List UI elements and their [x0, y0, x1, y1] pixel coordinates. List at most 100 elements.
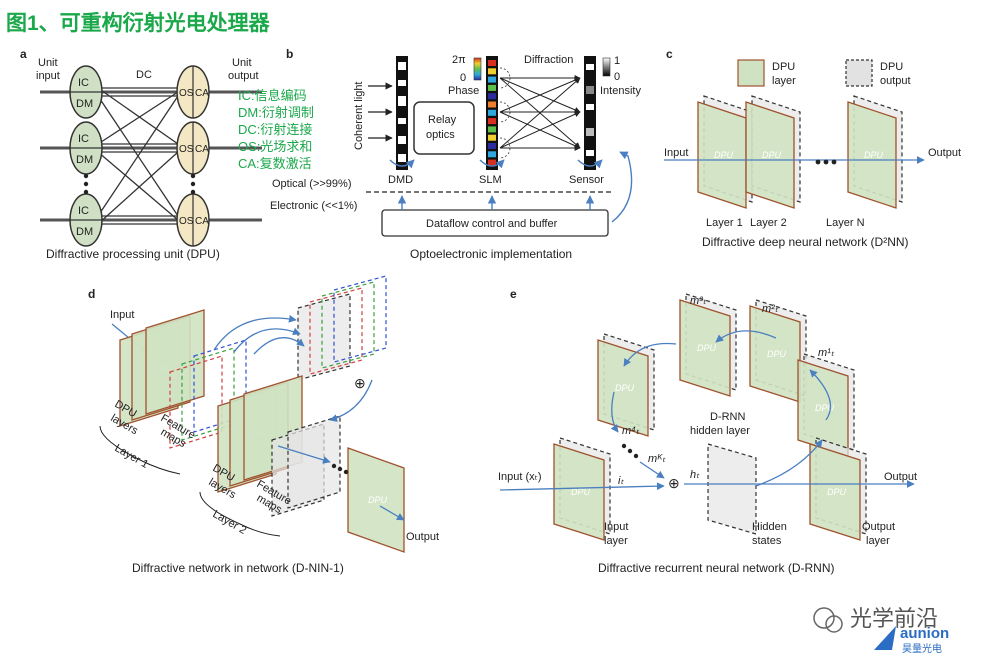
dmd-label: DMD	[388, 174, 413, 186]
d2nn-output-label: Output	[928, 147, 961, 159]
feature-map-1b	[181, 347, 235, 441]
dm-label: DM	[76, 98, 93, 110]
feature-map-1a	[169, 355, 223, 449]
dc-label: DC	[136, 69, 152, 81]
relay-label-1: Relay	[428, 114, 457, 126]
phase-zero-label: 0	[460, 72, 466, 84]
unit-input-label-1: Unit	[38, 57, 58, 69]
figure-title: 图1、可重构衍射光电处理器	[6, 11, 271, 35]
unit-input-label-2: input	[36, 70, 60, 82]
feature-map-1c	[193, 339, 247, 433]
mk-label: mᴷₜ	[648, 453, 666, 465]
feature-sum-red	[309, 287, 363, 375]
feature-map-2b	[287, 415, 341, 509]
dpu-tag: DPU	[714, 150, 734, 160]
os-label: OS	[179, 88, 194, 99]
dnin-layer1-label: Layer 1	[113, 442, 151, 471]
watermark-brand: aunion	[900, 625, 949, 642]
legend-dc: DC:衍射连接	[238, 122, 312, 137]
drnn-hidden-label-1: D-RNN	[710, 411, 745, 423]
os-label: OS	[179, 144, 194, 155]
dpu-layer-2: DPU	[745, 101, 795, 209]
layerN-label: Layer N	[826, 217, 865, 229]
drnn-input-label: Input (xₜ)	[498, 471, 542, 483]
dpu-tag: DPU	[571, 487, 591, 497]
legend-os: OS:光场求和	[238, 139, 312, 154]
panel-a-caption: Diffractive processing unit (DPU)	[46, 247, 220, 261]
feature-sum-green	[321, 281, 375, 369]
electronic-label: Electronic (<<1%)	[270, 200, 357, 212]
ic-label: IC	[78, 205, 89, 217]
dpu-output-legend-swatch	[845, 59, 873, 87]
input-layer-label-1: Input	[604, 521, 628, 533]
watermark: 光学前沿 aunion 昊量光电	[813, 606, 949, 655]
d2nn-input-label: Input	[664, 147, 688, 159]
hidden-states-label-2: states	[752, 535, 782, 547]
dpu-layer-N: DPU	[847, 101, 897, 209]
output-layer-label-2: layer	[866, 535, 890, 547]
dm-label: DM	[76, 226, 93, 238]
unit-output-label-2: output	[228, 70, 259, 82]
dnin-output-label: Output	[406, 531, 439, 543]
dataflow-box	[381, 209, 609, 237]
panel-b-caption: Optoelectronic implementation	[410, 247, 572, 261]
diffractive-connections	[97, 87, 179, 225]
d2nn-dots	[815, 159, 837, 165]
m2-dpu: DPU	[749, 305, 801, 403]
m3-label: m³ₜ	[690, 295, 707, 307]
feature-sum-blue	[333, 275, 387, 363]
sensor-label: Sensor	[569, 174, 604, 186]
panel-c-caption: Diffractive deep neural network (D²NN)	[702, 235, 909, 249]
dpu-tag: DPU	[368, 495, 388, 505]
dpu-tag: DPU	[815, 403, 835, 413]
ic-dm-node-2: IC DM	[69, 121, 103, 175]
os-ca-node-1: OS CA	[176, 65, 210, 119]
ic-label: IC	[78, 77, 89, 89]
os-label: OS	[179, 216, 194, 227]
input-layer-dpu: DPU	[553, 443, 605, 541]
intensity-colorbar	[602, 57, 611, 77]
feature-sum-box	[297, 293, 351, 381]
dpu-layer-legend-2: layer	[772, 75, 796, 87]
m2-label: m²ₜ	[762, 303, 779, 315]
dpu-tag: DPU	[697, 343, 717, 353]
dpu-tag: DPU	[827, 487, 847, 497]
dataflow-label: Dataflow control and buffer	[426, 218, 558, 230]
watermark-title: 光学前沿	[850, 606, 938, 631]
panel-a: a Unit input Unit output DC	[20, 47, 314, 261]
panel-e-letter: e	[510, 287, 517, 301]
dnin-input-label: Input	[110, 309, 134, 321]
ca-label: CA	[195, 88, 209, 99]
dmd-device	[396, 56, 408, 170]
relay-label-2: optics	[426, 129, 455, 141]
ht-label: hₜ	[690, 469, 700, 481]
relay-optics-box	[413, 101, 475, 155]
legend-dm: DM:衍射调制	[238, 105, 314, 120]
dnin-output-dpu: DPU	[347, 447, 405, 553]
legend-ca: CA:复数激活	[238, 156, 312, 171]
dpu-layer-1: DPU	[697, 101, 747, 209]
panel-d-letter: d	[88, 287, 95, 301]
slm-device	[486, 56, 498, 170]
diffraction-lines	[499, 75, 581, 151]
layer1-brace	[99, 425, 181, 475]
ellipsis-dots	[83, 173, 196, 195]
it-label: iₜ	[618, 475, 624, 487]
os-ca-node-3: OS CA	[176, 193, 210, 247]
ic-dm-node-1: IC DM	[69, 65, 103, 119]
phase-colorbar	[473, 57, 482, 81]
dm-label: DM	[76, 154, 93, 166]
intensity-label: Intensity	[600, 85, 641, 97]
panel-d-caption: Diffractive network in network (D-NIN-1)	[132, 561, 344, 575]
hidden-state	[707, 443, 757, 535]
intensity-one-label: 1	[614, 55, 620, 67]
two-pi-label: 2π	[452, 54, 466, 66]
m3-dpu: DPU	[679, 299, 731, 397]
output-layer-label-1: Output	[862, 521, 895, 533]
